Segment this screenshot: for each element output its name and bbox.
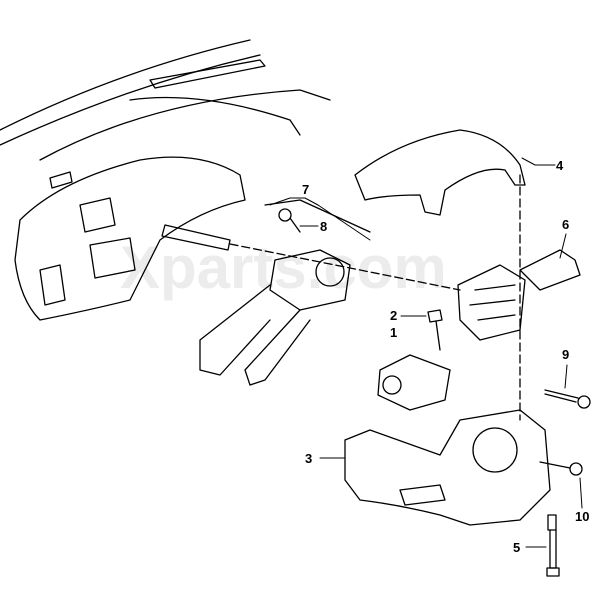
combination-switch — [199, 199, 371, 386]
label-1: 1 — [390, 325, 398, 340]
leader-lines — [269, 157, 583, 548]
watermark: Xparts.com — [120, 234, 447, 301]
label-6: 6 — [562, 217, 570, 232]
upper-trim-cover — [354, 129, 526, 421]
steering-shaft — [161, 224, 461, 291]
control-unit — [377, 354, 451, 411]
label-9: 9 — [562, 347, 570, 362]
label-10: 10 — [575, 509, 590, 524]
label-7: 7 — [302, 182, 310, 197]
label-4: 4 — [556, 158, 564, 173]
wiper-switch — [457, 249, 581, 341]
label-8: 8 — [320, 219, 328, 234]
screw-5 — [546, 514, 560, 577]
label-2: 2 — [390, 308, 398, 323]
lower-trim-cover — [344, 409, 551, 526]
label-5: 5 — [513, 540, 521, 555]
label-3: 3 — [305, 451, 313, 466]
screw-10 — [539, 461, 583, 476]
dashboard — [0, 39, 331, 321]
screw-9 — [544, 389, 591, 409]
screw-2 — [427, 309, 443, 351]
screw-8 — [278, 208, 301, 233]
